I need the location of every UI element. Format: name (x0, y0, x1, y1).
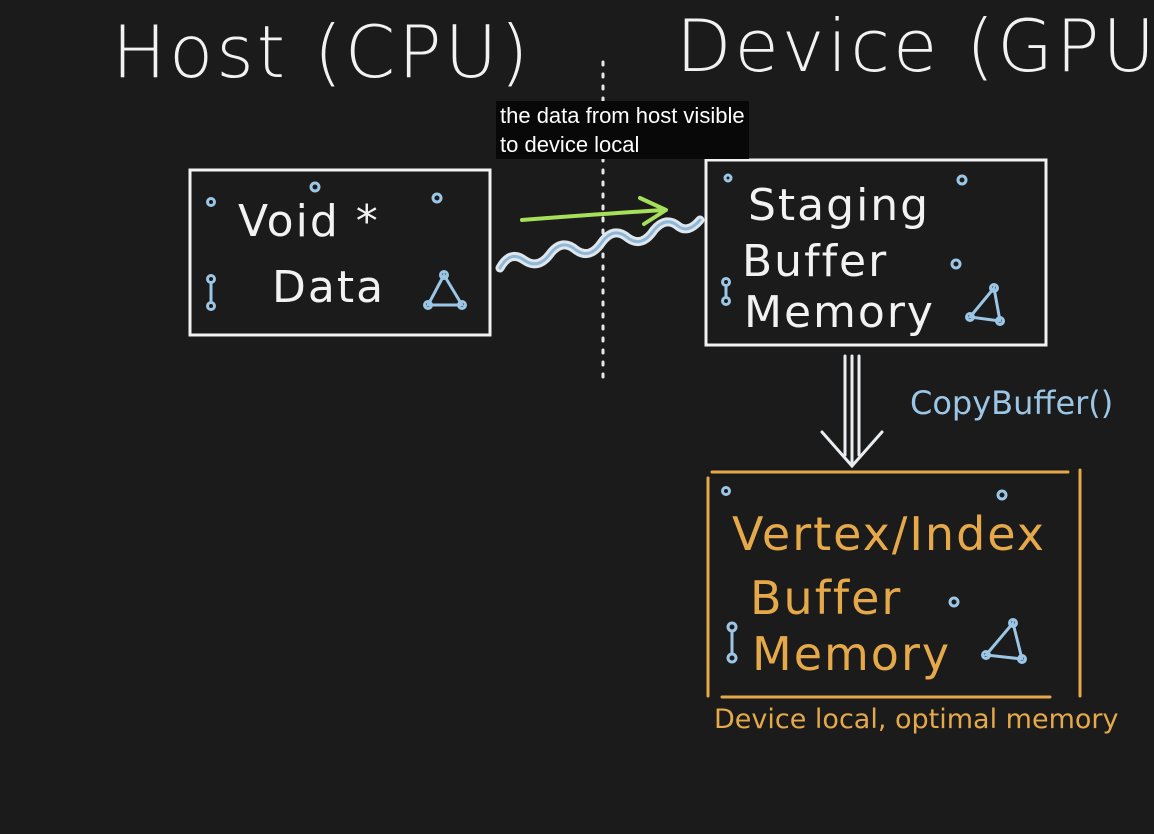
copy-buffer-label: CopyBuffer() (910, 384, 1114, 422)
staging-box-doodles (721, 173, 1005, 326)
transfer-link-squiggle (495, 215, 705, 273)
dot-icon (956, 174, 968, 186)
copy-buffer-arrow (820, 354, 884, 469)
dot-icon (723, 173, 733, 183)
dot-icon (950, 258, 962, 270)
triangle-node-icon (965, 283, 1005, 326)
host-box-label-2: Data (272, 262, 386, 313)
vertex-box-label-1: Vertex/Index (732, 507, 1046, 561)
host-box-label-1: Void * (238, 196, 380, 247)
vertex-box-doodles (721, 486, 1027, 664)
host-data-box (188, 168, 492, 337)
caption-line-2: to device local (500, 132, 640, 157)
dot-icon (721, 486, 731, 496)
dot-icon (948, 596, 960, 608)
dot-icon (431, 192, 443, 204)
caption-line-1: the data from host visible (500, 103, 745, 128)
triangle-node-icon (423, 270, 467, 310)
staging-box-label-2: Buffer (742, 236, 889, 287)
dot-icon (996, 489, 1008, 501)
staging-buffer-box (704, 158, 1048, 347)
transfer-arrow (520, 196, 668, 226)
link-node-icon (206, 274, 216, 311)
subtitle-caption: the data from host visible to device loc… (496, 101, 749, 159)
host-box-doodles (206, 181, 467, 311)
host-heading: Host (CPU) (112, 10, 532, 94)
link-node-icon (726, 621, 738, 664)
link-node-icon (721, 277, 731, 306)
staging-box-label-1: Staging (748, 180, 931, 231)
dot-icon (309, 181, 321, 193)
vertex-box-caption: Device local, optimal memory (714, 704, 1119, 735)
dot-icon (206, 197, 216, 207)
staging-box-label-3: Memory (744, 287, 935, 338)
vertex-box-label-3: Memory (752, 627, 952, 681)
device-heading: Device (GPU) (676, 4, 1154, 88)
vertex-index-buffer-box (706, 468, 1082, 699)
vertex-box-label-2: Buffer (750, 571, 903, 625)
triangle-node-icon (981, 618, 1027, 664)
